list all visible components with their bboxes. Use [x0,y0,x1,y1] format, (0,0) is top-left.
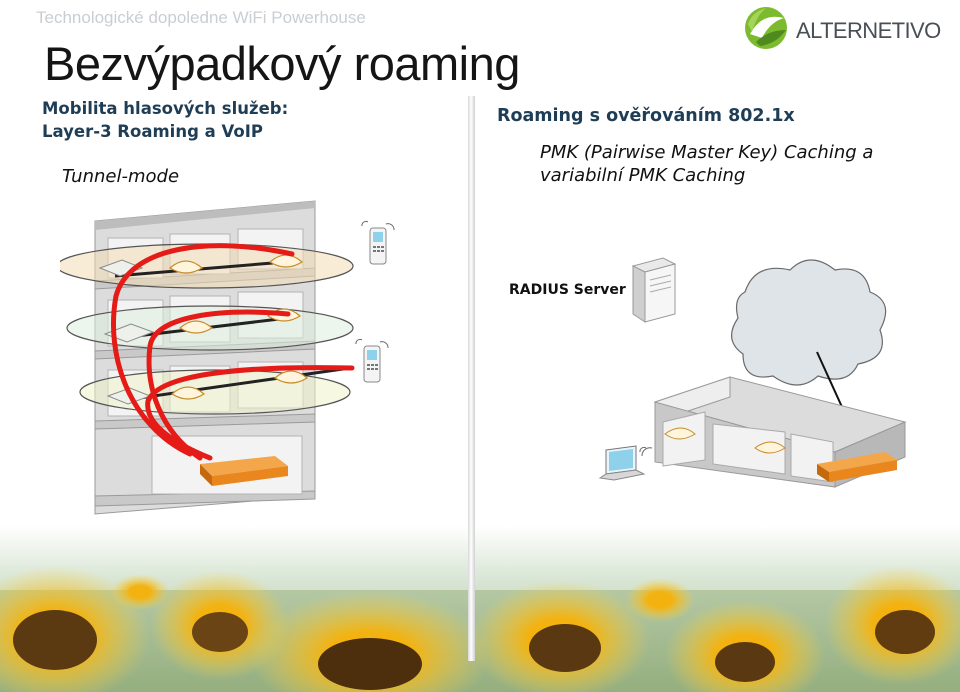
column-divider [468,96,475,661]
right-heading: Roaming s ověřováním 802.1x [497,106,795,126]
cloud-icon [731,259,887,386]
building-floors-diagram [60,200,355,515]
left-heading-line2: Layer-3 Roaming a VoIP [42,122,263,141]
pmk-caching-line1: PMK (Pairwise Master Key) Caching a [540,142,874,163]
slide-title: Bezvýpadkový roaming [44,37,520,90]
access-point-icon [168,254,309,400]
server-icon [631,257,677,323]
logo-text: ALTERNETIVO [796,18,941,43]
sunflower-icon [0,565,960,692]
laptop-icon [598,445,653,481]
tunnel-mode-label: Tunnel-mode [62,166,180,187]
controller-icon [817,452,897,482]
access-point-icon [664,427,786,454]
pmk-caching-line2: variabilní PMK Caching [540,165,746,186]
presentation-subtitle: Technologické dopoledne WiFi Powerhouse [36,8,366,27]
mobile-phone-icon [361,220,395,265]
radius-server-label: RADIUS Server [509,282,626,298]
alternetivo-logo-icon [745,7,787,49]
right-network-diagram [631,257,907,488]
mobile-phone-icon [355,338,389,383]
left-heading-line1: Mobilita hlasových služeb: [42,99,289,118]
controller-icon [200,456,288,486]
